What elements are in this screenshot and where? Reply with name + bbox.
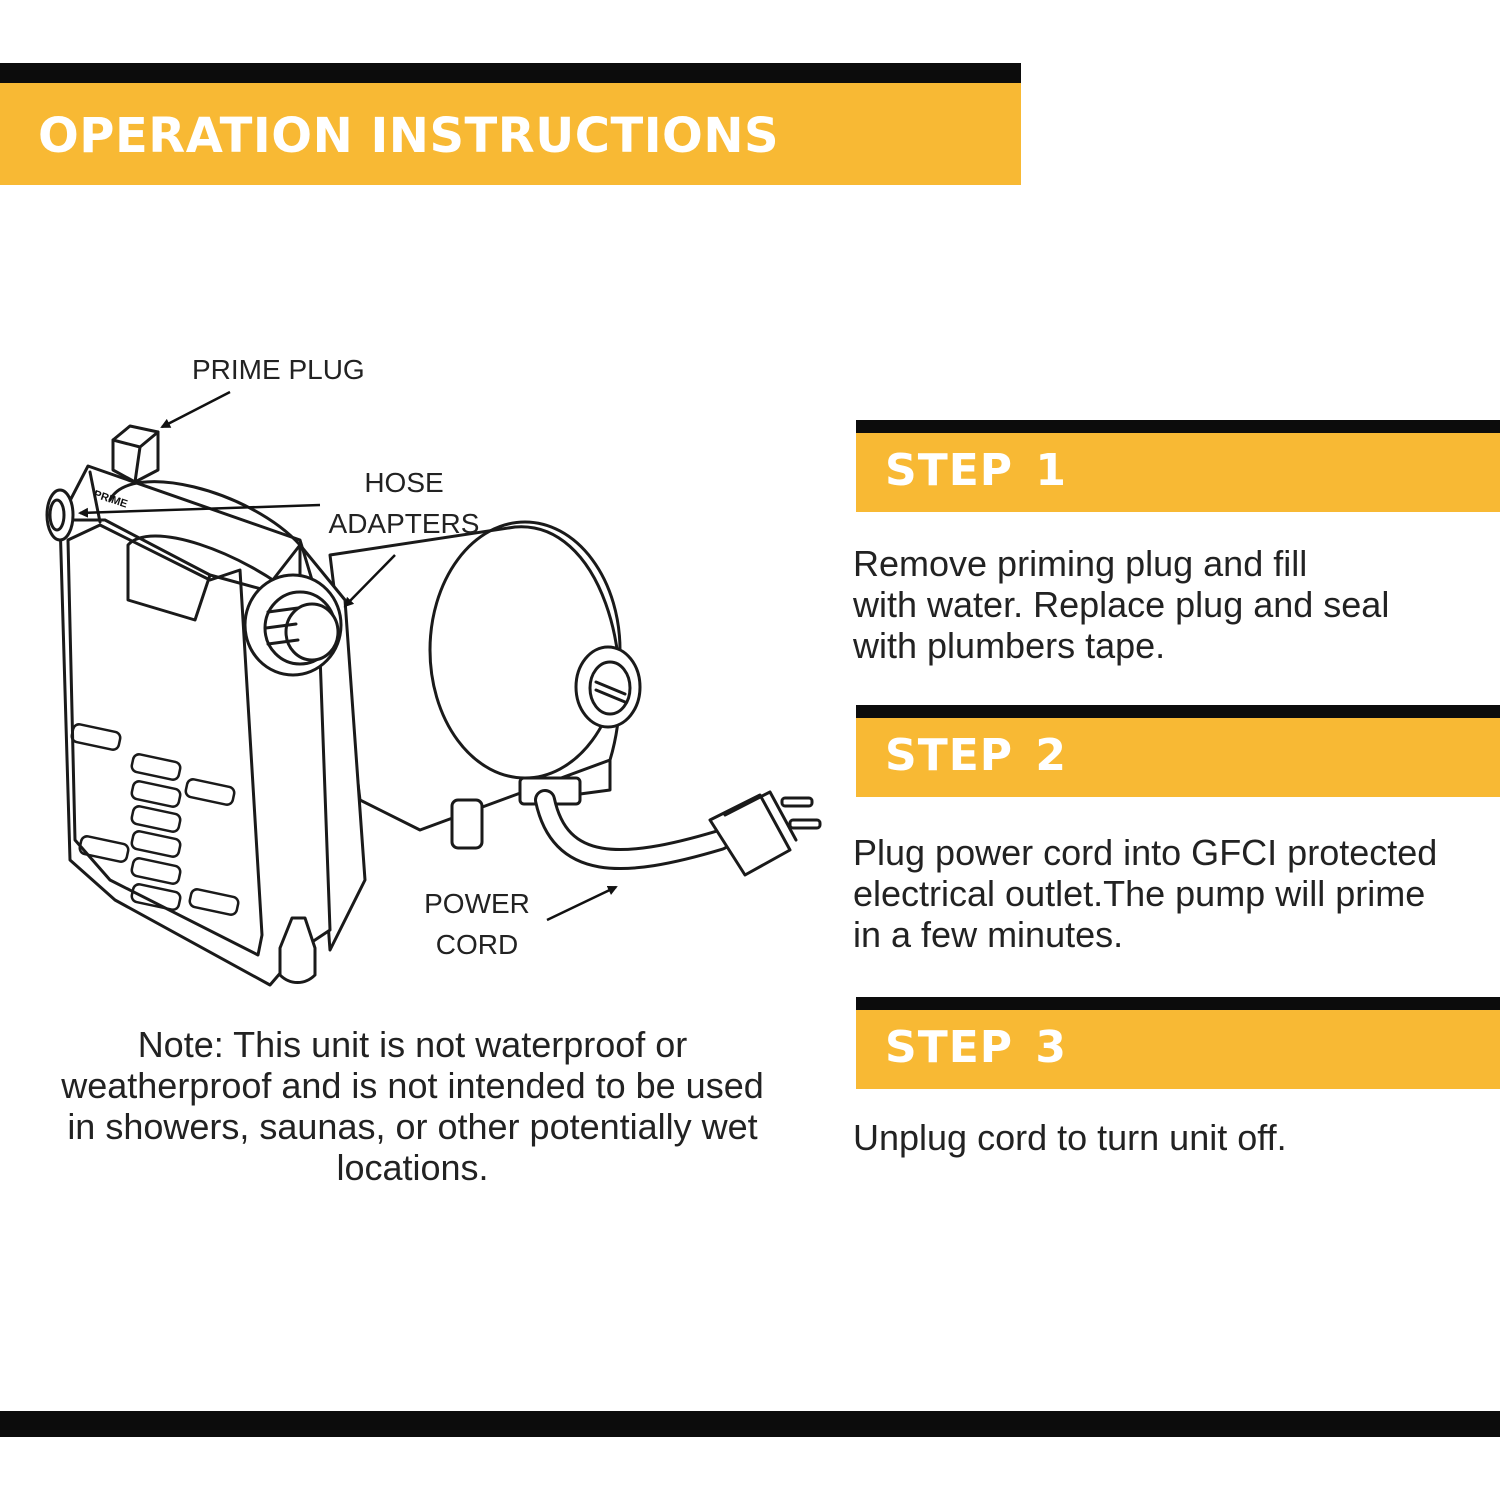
bottom-divider-bar bbox=[0, 1411, 1500, 1437]
step-1-title: STEP 1 bbox=[885, 445, 1067, 496]
step-2-banner: STEP 2 bbox=[856, 705, 1500, 797]
step-2-line: Plug power cord into GFCI protected bbox=[853, 832, 1438, 873]
hose-adapters-label-line1: HOSE bbox=[364, 467, 444, 498]
prime-plug-label: PRIME PLUG bbox=[192, 354, 365, 385]
step-1-line: with plumbers tape. bbox=[853, 625, 1166, 666]
hose-adapters-label-line2: ADAPTERS bbox=[328, 508, 480, 539]
header-banner: OPERATION INSTRUCTIONS bbox=[0, 63, 1021, 185]
prime-plug-arrow bbox=[160, 390, 231, 429]
step-1-line: Remove priming plug and fill bbox=[853, 543, 1308, 584]
hose-adapter-arrow-front bbox=[343, 554, 396, 608]
step-1-banner: STEP 1 bbox=[856, 420, 1500, 512]
step-2-line: in a few minutes. bbox=[853, 914, 1124, 955]
housing-foot bbox=[278, 916, 317, 984]
step-2-text: Plug power cord into GFCI protected elec… bbox=[853, 832, 1493, 955]
drain-stub bbox=[450, 798, 484, 850]
power-cord-label-line1: POWER bbox=[424, 888, 530, 919]
step-3-title: STEP 3 bbox=[885, 1022, 1067, 1073]
hose-adapter-arrow-left bbox=[78, 503, 321, 518]
step-2-title: STEP 2 bbox=[885, 730, 1067, 781]
step-3-banner: STEP 3 bbox=[856, 997, 1500, 1089]
step-1-line: with water. Replace plug and seal bbox=[853, 584, 1390, 625]
safety-note: Note: This unit is not waterproof or wea… bbox=[61, 1024, 764, 1188]
step-1-text: Remove priming plug and fill with water.… bbox=[853, 543, 1493, 666]
motor-body bbox=[328, 525, 622, 832]
step-3-text: Unplug cord to turn unit off. bbox=[853, 1117, 1493, 1158]
power-cord-label-line2: CORD bbox=[435, 929, 519, 960]
power-cord-arrow bbox=[546, 885, 618, 922]
power-plug bbox=[708, 793, 792, 877]
step-3-line: Unplug cord to turn unit off. bbox=[853, 1117, 1287, 1158]
page-title: OPERATION INSTRUCTIONS bbox=[38, 108, 780, 164]
step-2-line: electrical outlet.The pump will prime bbox=[853, 873, 1426, 914]
